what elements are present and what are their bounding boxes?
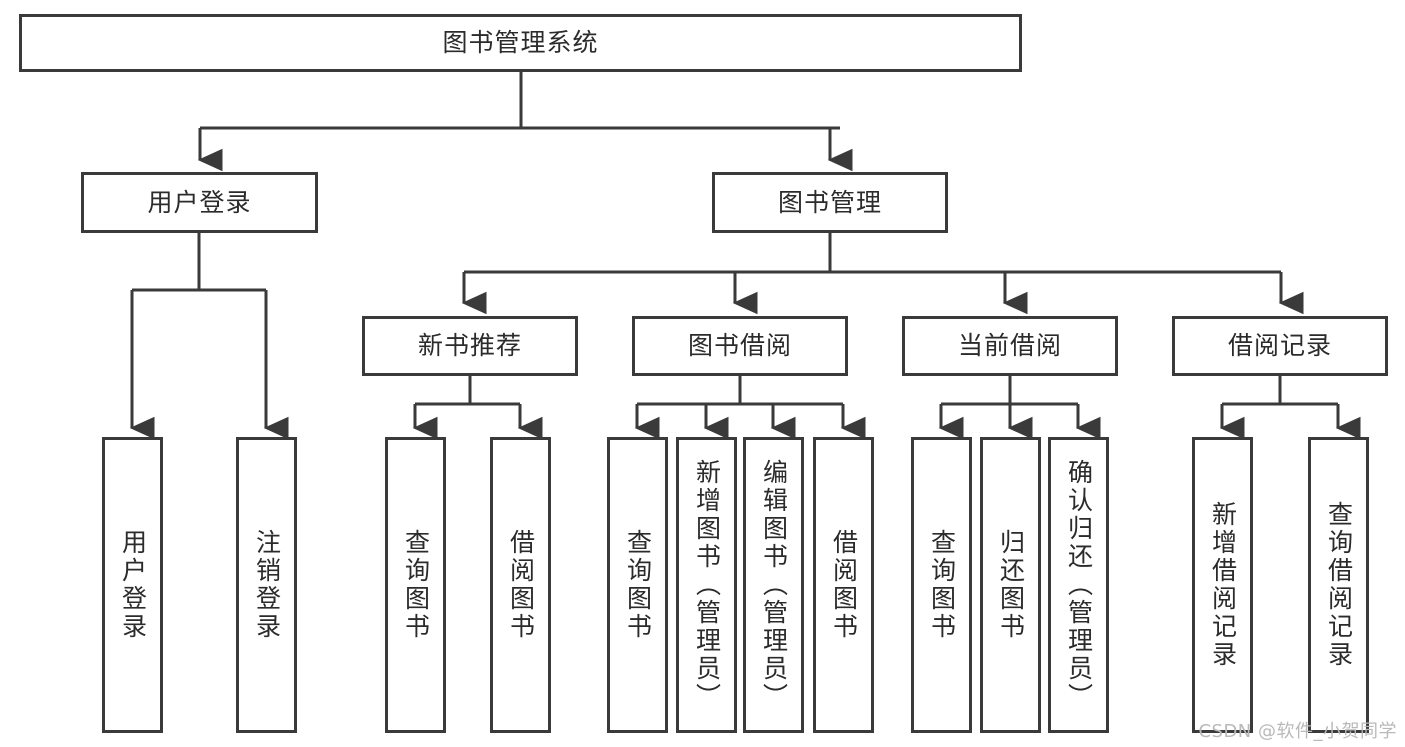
leaf-book-borrow-query[interactable]: 查询图书 [607,437,668,733]
watermark-text: CSDN @软件_小贺同学 [1198,721,1397,742]
node-book-borrow[interactable]: 图书借阅 [632,316,848,376]
node-user-login[interactable]: 用户登录 [81,172,318,233]
leaf-current-borrow-query[interactable]: 查询图书 [911,437,972,733]
node-root-system[interactable]: 图书管理系统 [19,14,1022,72]
node-label: 新增图书（管理员） [692,459,722,711]
node-label: 图书管理系统 [442,28,599,58]
node-current-borrow[interactable]: 当前借阅 [902,316,1118,376]
node-label: 借阅记录 [1227,331,1332,361]
node-label: 查询图书 [927,529,957,641]
leaf-user-login-login[interactable]: 用户登录 [102,437,163,733]
leaf-new-book-query[interactable]: 查询图书 [385,437,446,733]
leaf-borrow-record-query[interactable]: 查询借阅记录 [1308,437,1369,733]
node-label: 新书推荐 [417,331,522,361]
node-label: 当前借阅 [957,331,1062,361]
node-label: 图书借阅 [687,331,792,361]
node-label: 确认归还（管理员） [1064,459,1094,711]
node-label: 归还图书 [996,529,1026,641]
leaf-book-borrow-borrow[interactable]: 借阅图书 [813,437,874,733]
leaf-book-borrow-edit[interactable]: 编辑图书（管理员） [743,437,804,733]
leaf-book-borrow-add[interactable]: 新增图书（管理员） [676,437,737,733]
node-label: 借阅图书 [506,529,536,641]
node-label: 查询图书 [623,529,653,641]
node-label: 查询图书 [401,529,431,641]
node-label: 注销登录 [252,529,282,641]
node-label: 用户登录 [118,529,148,641]
leaf-user-login-logout[interactable]: 注销登录 [236,437,297,733]
node-new-book-recommend[interactable]: 新书推荐 [362,316,578,376]
node-label: 用户登录 [147,187,252,217]
node-label: 查询借阅记录 [1324,501,1354,669]
node-label: 编辑图书（管理员） [759,459,789,711]
node-label: 借阅图书 [829,529,859,641]
leaf-current-borrow-confirm-return[interactable]: 确认归还（管理员） [1048,437,1109,733]
leaf-new-book-borrow[interactable]: 借阅图书 [490,437,551,733]
node-label: 图书管理 [777,187,882,217]
node-book-management[interactable]: 图书管理 [712,172,948,233]
node-label: 新增借阅记录 [1208,501,1238,669]
leaf-current-borrow-return[interactable]: 归还图书 [980,437,1041,733]
node-borrow-record[interactable]: 借阅记录 [1172,316,1388,376]
leaf-borrow-record-add[interactable]: 新增借阅记录 [1192,437,1253,733]
